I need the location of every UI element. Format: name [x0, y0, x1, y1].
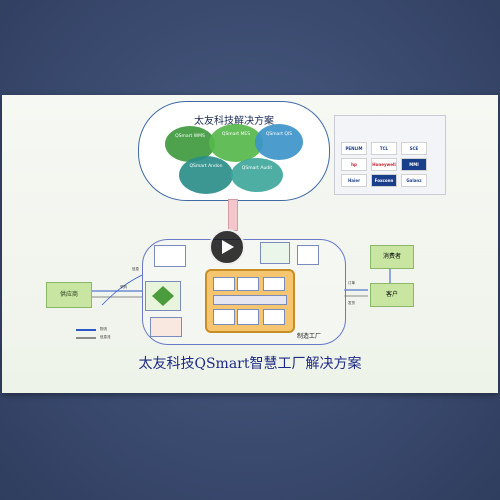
legend-logistics-swatch: [76, 329, 96, 331]
video-play-button[interactable]: [209, 229, 245, 265]
label-info: 信息: [132, 267, 139, 271]
label-purchase: 采购: [120, 285, 127, 289]
logo-tcl: TCL: [371, 142, 397, 155]
legend-info-label: 信息流: [100, 335, 111, 339]
core-screen-4: [213, 309, 235, 325]
module-andon-label: QSmart Andon: [189, 164, 223, 169]
module-wms-bubble: QSmart WMS: [165, 126, 215, 162]
label-order: 订单: [348, 281, 355, 285]
core-screen-3: [263, 277, 285, 291]
cluster-title: 太友科技解决方案: [194, 116, 274, 127]
core-process-bar: [213, 295, 287, 305]
logo-sce: SCE: [401, 142, 427, 155]
logo-hp: hp: [341, 158, 367, 171]
module-mes-bubble: QSmart MES: [209, 124, 263, 162]
customer-logos-panel: PENLIM TCL SCE hp Honeywell MMI Haier Fo…: [334, 115, 446, 195]
module-wms-label: QSmart WMS: [175, 134, 205, 139]
quality-panel: [260, 242, 290, 264]
consumer-box: 消费者: [370, 245, 414, 269]
core-screen-1: [213, 277, 235, 291]
diamond-icon: [152, 286, 174, 306]
presentation-slide: 太友科技解决方案 QSmart WMS QSmart MES QSmart QI…: [2, 95, 498, 393]
factory-core: [205, 269, 295, 333]
core-screen-5: [237, 309, 259, 325]
module-andon-bubble: QSmart Andon: [179, 156, 233, 194]
slide-main-title: 太友科技QSmart智慧工厂解决方案: [138, 356, 362, 372]
solution-cluster: 太友科技解决方案 QSmart WMS QSmart MES QSmart QI…: [138, 101, 330, 201]
module-qis-bubble: QSmart QIS: [255, 124, 303, 160]
core-screen-2: [237, 277, 259, 291]
label-ship: 发货: [348, 301, 355, 305]
supplier-box: 供应商: [46, 282, 92, 308]
logo-penlim: PENLIM: [341, 142, 367, 155]
logo-galanz: Galanz: [401, 174, 427, 187]
flow-arrows: [92, 267, 391, 306]
module-audit-bubble: QSmart Audit: [231, 158, 283, 192]
logo-mmi: MMI: [401, 158, 427, 171]
material-panel: [145, 281, 181, 311]
legend-logistics-label: 物流: [100, 327, 107, 331]
factory-label: 制造工厂: [297, 333, 322, 340]
logo-foxconn: Foxconn: [371, 174, 397, 187]
module-mes-label: QSmart MES: [221, 132, 251, 137]
module-audit-label: QSmart Audit: [241, 166, 273, 171]
delivery-panel: [150, 317, 182, 337]
core-screen-6: [263, 309, 285, 325]
logo-honeywell: Honeywell: [371, 158, 397, 171]
supply-curve: [101, 274, 143, 306]
legend-info-swatch: [76, 337, 96, 339]
customer-box: 客户: [370, 283, 414, 307]
module-qis-label: QSmart QIS: [265, 132, 293, 137]
report-panel: [297, 245, 319, 265]
logo-haier: Haier: [341, 174, 367, 187]
warehouse-panel: [154, 245, 186, 267]
play-icon[interactable]: [221, 239, 235, 255]
